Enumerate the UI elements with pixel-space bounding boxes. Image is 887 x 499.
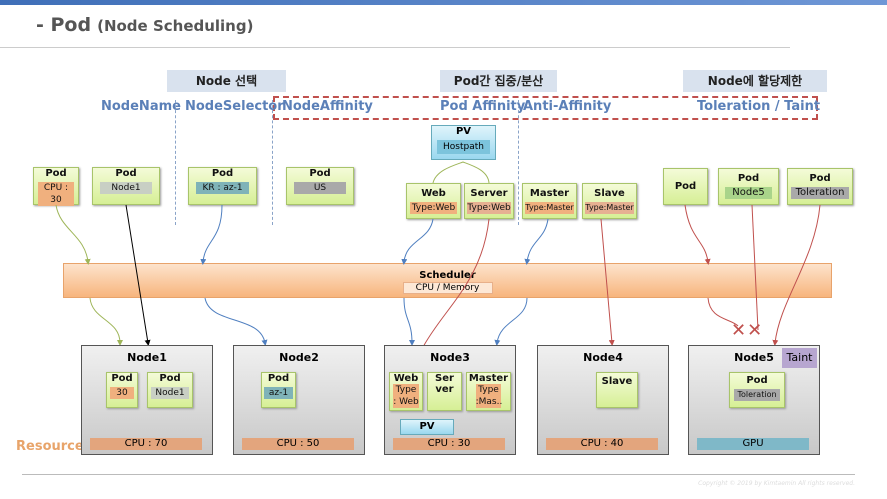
top-bar	[0, 0, 887, 5]
node5-resource: GPU	[697, 438, 809, 450]
node4: Node4 Slave CPU : 40	[537, 345, 669, 455]
divider	[272, 100, 273, 225]
header-node-select: Node 선택	[167, 70, 286, 92]
resource-label: Resource	[16, 439, 84, 454]
node3-pv: PV	[400, 419, 454, 435]
page-title: - Pod(Node Scheduling)	[36, 14, 254, 36]
highlight-box	[273, 96, 818, 120]
label-toleration-taint: Toleration / Taint	[697, 99, 821, 114]
header-node-restrict: Node에 할당제한	[683, 70, 827, 92]
header-pod-spread: Pod간 집중/분산	[440, 70, 557, 92]
footer-divider	[22, 474, 855, 475]
pv-box: PV Hostpath	[431, 125, 496, 160]
scheduler: Scheduler CPU / Memory	[63, 263, 832, 298]
label-nodeaffinity: NodeAffinity	[282, 99, 373, 114]
taint-badge: Taint	[782, 348, 817, 368]
reject-x-icon: ✕✕	[731, 320, 764, 341]
divider	[518, 100, 519, 225]
node2-resource: CPU : 50	[242, 438, 354, 450]
label-anti-affinity: Anti-Affinity	[523, 99, 612, 114]
node3-resource: CPU : 30	[393, 438, 505, 450]
label-pod-affinity: Pod Affinity	[440, 99, 526, 114]
node4-pod-slave: Slave	[596, 372, 638, 408]
label-nodename: NodeName	[101, 99, 181, 114]
pod-plain: Pod	[663, 168, 708, 205]
pv-hostpath: Hostpath	[437, 140, 490, 154]
copyright: Copyright © 2019 by Kimtaemin All rights…	[698, 480, 855, 487]
divider	[175, 100, 176, 225]
node4-resource: CPU : 40	[546, 438, 658, 450]
node1-resource: CPU : 70	[90, 438, 202, 450]
scheduler-resource: CPU / Memory	[402, 282, 493, 294]
label-nodeselector: NodeSelector	[185, 99, 284, 114]
title-divider	[0, 47, 790, 48]
node3-pod-server: Ser ver	[427, 372, 462, 411]
